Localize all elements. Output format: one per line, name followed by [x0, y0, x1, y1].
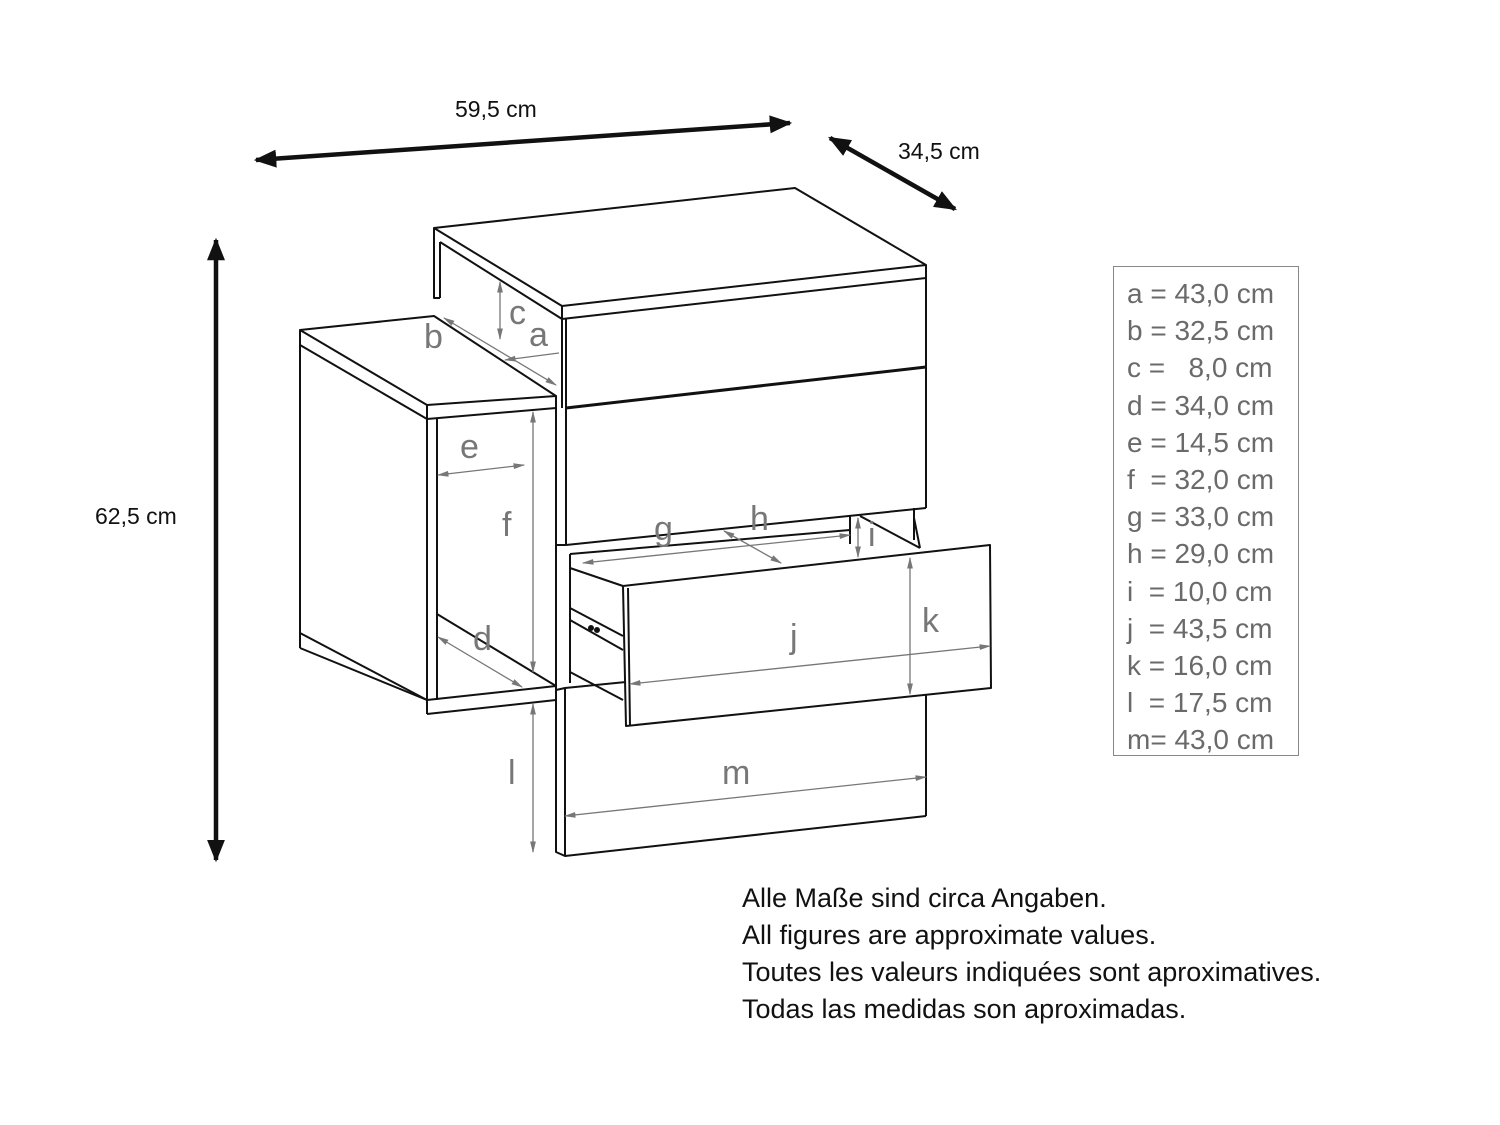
note-spanish: Todas las medidas son aproximadas. — [742, 994, 1187, 1024]
note-english: All figures are approximate values. — [742, 920, 1157, 950]
note-french: Toutes les valeurs indiquées sont aproxi… — [742, 957, 1322, 987]
legend-row-b: b = 32,5 cm — [1127, 315, 1275, 347]
legend-row-d: d = 34,0 cm — [1127, 389, 1275, 421]
legend-row-i: i = 10,0 cm — [1127, 575, 1273, 607]
disclaimer-notes: Alle Maße sind circa Angaben. All figure… — [742, 880, 1321, 1028]
dim-letter-k: k — [922, 602, 939, 640]
dim-g — [581, 533, 852, 565]
legend-row-h: h = 29,0 cm — [1127, 538, 1275, 570]
legend-row-k: k = 16,0 cm — [1127, 649, 1273, 681]
cabinet-outline — [299, 187, 992, 857]
dim-e — [436, 463, 526, 477]
legend-row-e: e = 14,5 cm — [1127, 426, 1275, 458]
dim-d — [436, 636, 524, 688]
dim-letter-f: f — [502, 506, 512, 544]
dim-letter-j: j — [790, 618, 798, 656]
dim-letter-e: e — [460, 428, 479, 466]
legend-row-m: m= 43,0 cm — [1127, 724, 1275, 756]
legend-row-c: c = 8,0 cm — [1127, 352, 1273, 384]
note-german: Alle Maße sind circa Angaben. — [742, 883, 1107, 913]
dim-letter-h: h — [750, 500, 769, 538]
depth-label: 34,5 cm — [898, 138, 980, 164]
dimension-lines — [436, 280, 992, 854]
dim-letter-m: m — [722, 754, 751, 792]
depth-arrow — [828, 136, 957, 211]
legend-row-l: l = 17,5 cm — [1127, 687, 1273, 719]
dim-letter-d: d — [473, 620, 492, 658]
height-label: 62,5 cm — [95, 503, 177, 529]
dim-letter-g: g — [654, 510, 673, 548]
dim-letter-i: i — [868, 516, 876, 554]
legend-row-g: g = 33,0 cm — [1127, 501, 1275, 533]
dim-letter-a: a — [529, 316, 548, 354]
dim-letter-c: c — [509, 294, 526, 332]
overall-dimension-arrows — [207, 115, 957, 863]
dimension-legend: a = 43,0 cm b = 32,5 cm c = 8,0 cm d = 3… — [1113, 266, 1299, 756]
dim-j — [628, 644, 992, 686]
dim-m — [563, 775, 928, 818]
dim-letter-b: b — [424, 318, 443, 356]
dim-h — [722, 530, 783, 564]
legend-row-j: j = 43,5 cm — [1127, 612, 1273, 644]
legend-row-a: a = 43,0 cm — [1127, 278, 1275, 309]
width-arrow — [253, 115, 793, 168]
dim-b — [442, 317, 558, 386]
legend-row-f: f = 32,0 cm — [1127, 463, 1275, 495]
width-label: 59,5 cm — [455, 96, 537, 122]
dim-letter-l: l — [508, 754, 516, 792]
